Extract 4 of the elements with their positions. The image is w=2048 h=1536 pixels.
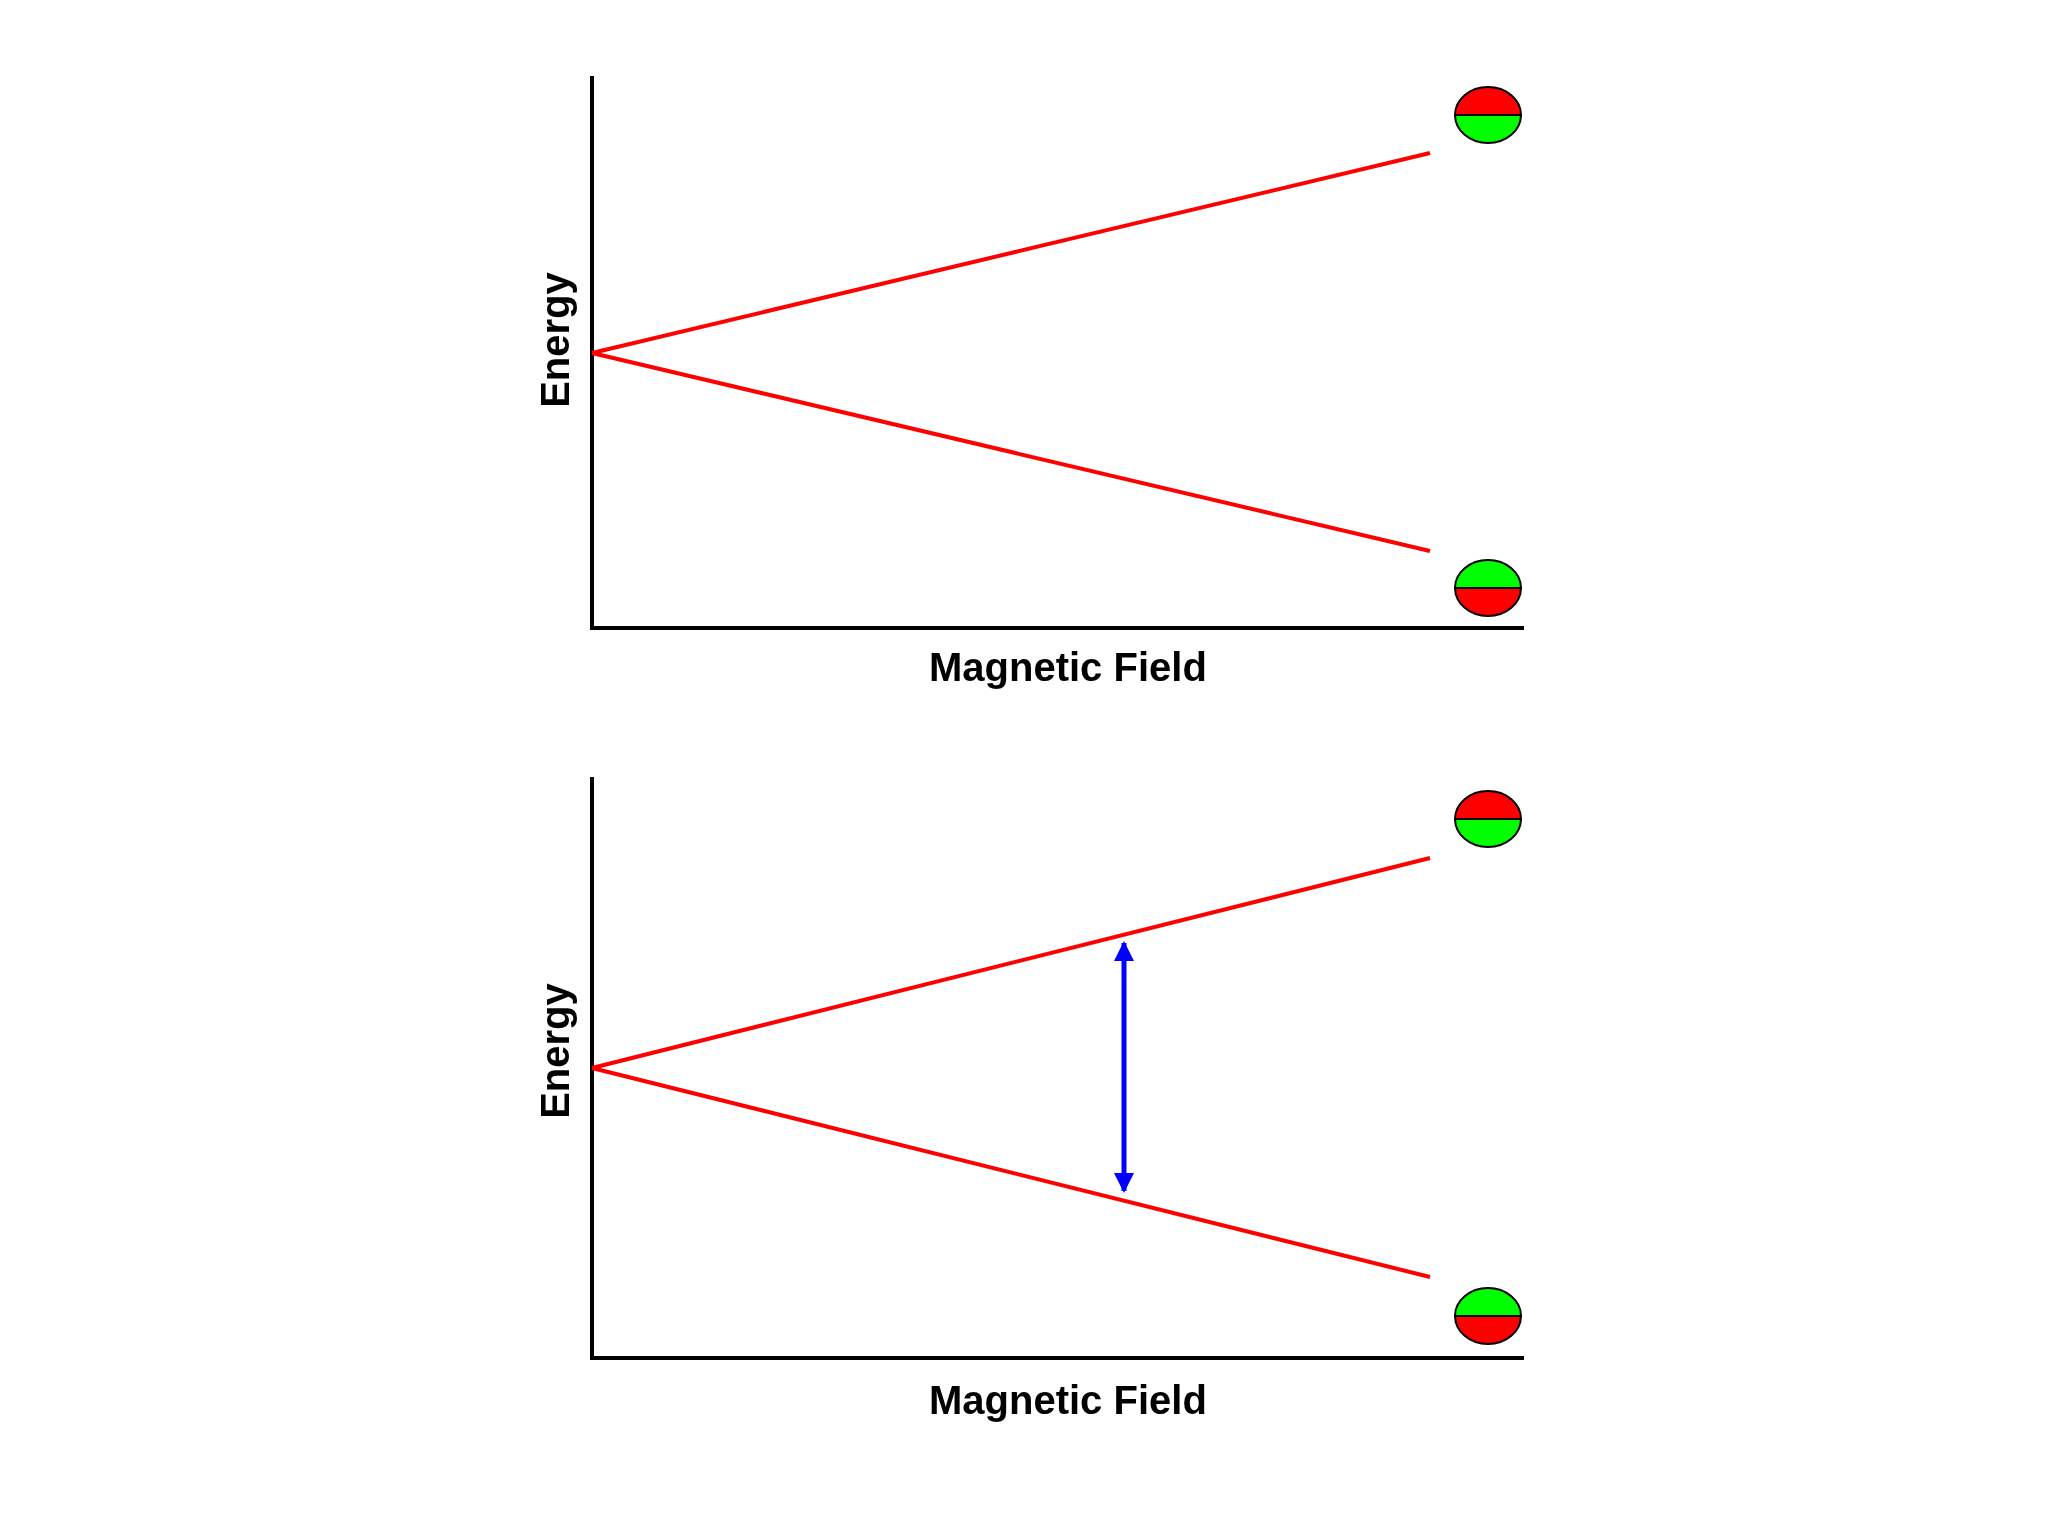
axis-label: Magnetic Field: [929, 1380, 1207, 1420]
axis-label: Energy: [534, 272, 575, 408]
axis-label: Magnetic Field: [929, 647, 1207, 687]
axis-label: Energy: [534, 983, 575, 1119]
